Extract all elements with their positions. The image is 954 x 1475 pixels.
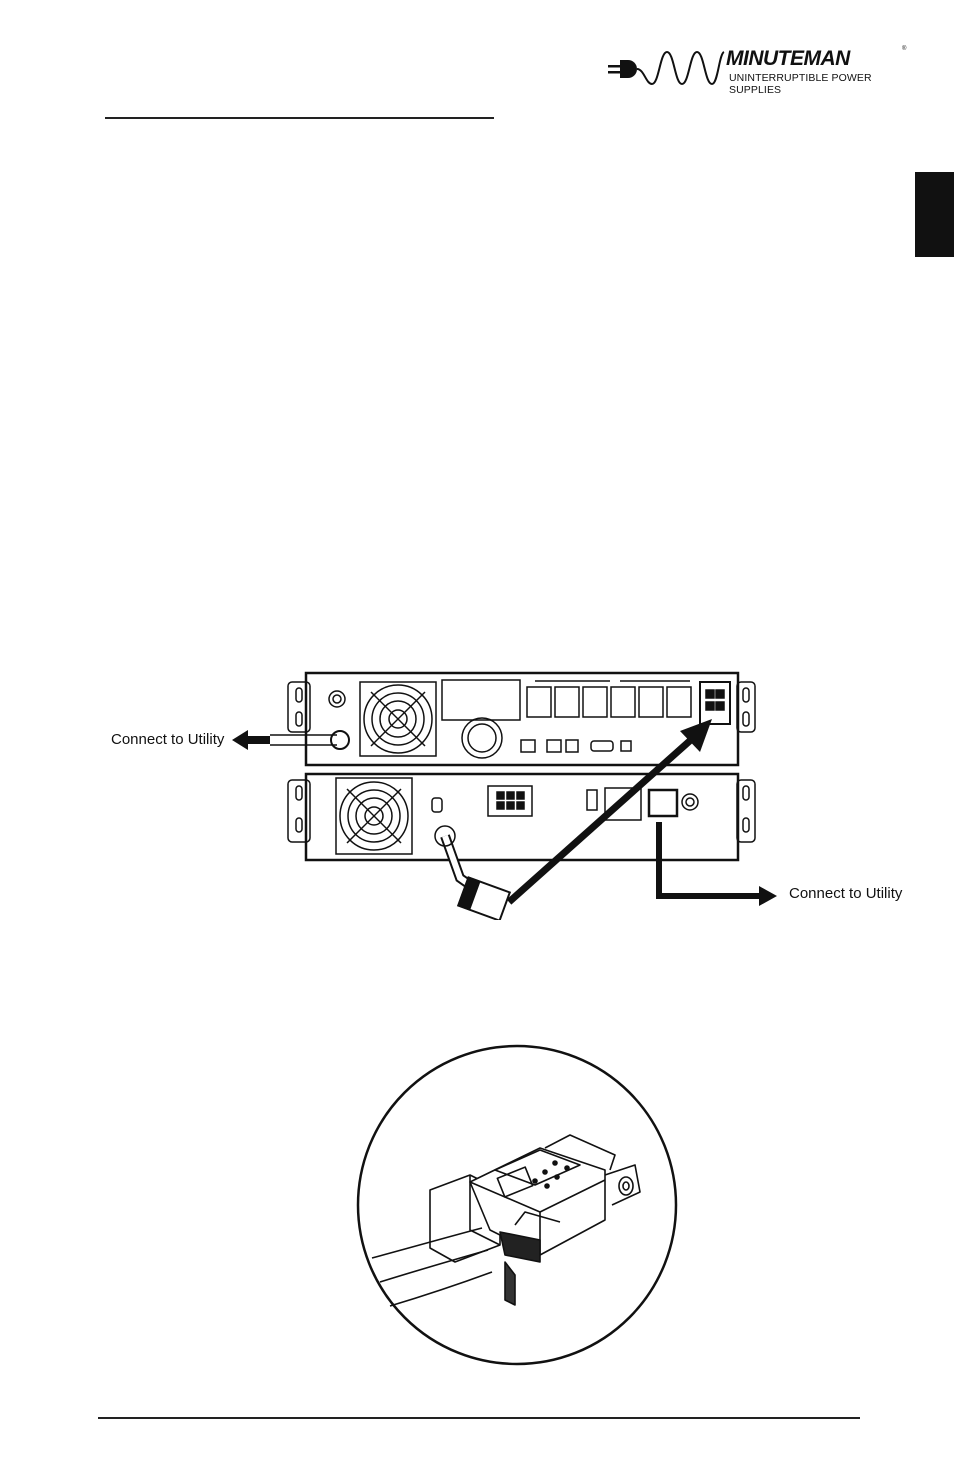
connector-detail-illustration (356, 1044, 678, 1366)
arrow-left-icon (232, 730, 270, 750)
battery-cable-arrow (506, 735, 696, 905)
utility-line-right (656, 822, 762, 899)
registered-mark: ® (902, 46, 907, 52)
brand-tagline: UNINTERRUPTIBLE POWER SUPPLIES (729, 72, 872, 96)
footer-rule (98, 1417, 860, 1419)
mount-ear-right-upper (736, 681, 756, 733)
iec-input-socket (647, 788, 679, 818)
rear-panel-connection-diagram (232, 671, 777, 920)
section-rule (105, 117, 494, 119)
mount-ear-left-upper (287, 681, 311, 733)
arrow-right-icon (759, 886, 777, 906)
mount-ear-left-lower (287, 779, 311, 843)
plug-wave-icon (608, 50, 725, 86)
brand-logo: MINUTEMAN ® UNINTERRUPTIBLE POWER SUPPLI… (606, 44, 907, 96)
outlet-row (526, 680, 692, 718)
brand-name: MINUTEMAN (726, 47, 850, 70)
connect-to-utility-right-label: Connect to Utility (789, 885, 903, 902)
section-tab (915, 172, 954, 257)
connect-to-utility-left-label: Connect to Utility (111, 731, 225, 748)
ups-rear-panel (304, 671, 740, 767)
battery-pack-rear-panel (304, 772, 740, 862)
arrow-up-right-icon (680, 719, 712, 752)
